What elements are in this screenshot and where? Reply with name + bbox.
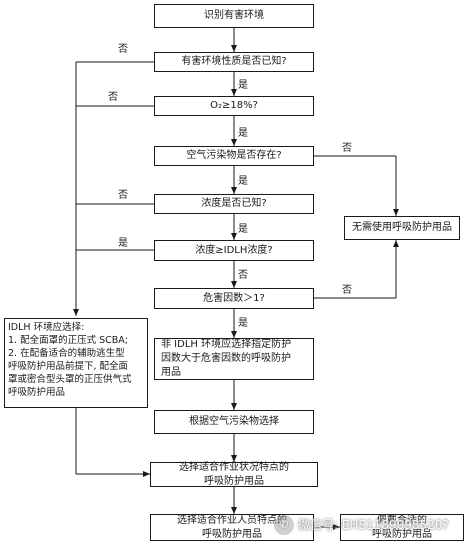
idlh-line-1: 1. 配全面罩的正压式 SCBA; (8, 335, 128, 346)
label-nature-no: 否 (118, 44, 128, 55)
watermark-text: 微信号: EHS1189098520? (298, 518, 449, 532)
label-idlh-yes: 是 (118, 238, 128, 249)
idlh-line-title: IDLH 环境应选择: (8, 322, 85, 333)
label-o2-yes: 是 (238, 128, 248, 139)
node-concentration-known: 浓度是否已知? (154, 194, 314, 214)
node-non-idlh-selection: 非 IDLH 环境应选择指定防护 因数大于危害因数的呼吸防护 用品 (154, 338, 314, 380)
idlh-line-3: 呼吸防护用品前提下, 配全面 (8, 361, 129, 372)
wechat-watermark: ✆ 微信号: EHS1189098520? (274, 513, 464, 537)
node-select-worker-features: 选择适合作业人员特点的 呼吸防护用品 (150, 514, 314, 541)
idlh-line-5: 呼吸防护用品 (8, 387, 66, 398)
node-idlh-selection: IDLH 环境应选择: 1. 配全面罩的正压式 SCBA; 2. 在配备适合的辅… (4, 318, 148, 408)
node-identify-hazard: 识别有害环境 (154, 4, 314, 28)
label-nature-yes: 是 (238, 80, 248, 91)
label-hazard-yes: 是 (238, 318, 248, 329)
idlh-line-4: 罩或密合型头罩的正压供气式 (8, 374, 132, 385)
wechat-logo-icon: ✆ (274, 515, 294, 535)
label-idlh-no: 否 (238, 270, 248, 281)
node-oxygen-check: O₂≥18%? (154, 96, 314, 116)
label-pollutant-yes: 是 (238, 176, 248, 187)
label-o2-no: 否 (108, 92, 118, 103)
node-select-work-features: 选择适合作业状况特点的 呼吸防护用品 (150, 462, 318, 487)
node-no-ppe-needed: 无需使用呼吸防护用品 (344, 216, 460, 240)
node-nature-known: 有害环境性质是否已知? (154, 52, 314, 72)
label-hazard-no: 否 (342, 285, 352, 296)
node-hazard-factor: 危害因数＞1? (154, 288, 314, 309)
node-concentration-ge-idlh: 浓度≥IDLH浓度? (154, 240, 314, 261)
label-concentration-yes: 是 (238, 224, 248, 235)
node-select-by-pollutant: 根据空气污染物选择 (154, 410, 314, 434)
idlh-line-2: 2. 在配备适合的辅助逃生型 (8, 348, 125, 359)
label-pollutant-no: 否 (342, 143, 352, 154)
node-pollutant-exists: 空气污染物是否存在? (154, 146, 314, 166)
node-wear-fit-ppe: 佩戴合适的 呼吸防护用品 (340, 514, 464, 541)
label-concentration-no: 否 (118, 190, 128, 201)
